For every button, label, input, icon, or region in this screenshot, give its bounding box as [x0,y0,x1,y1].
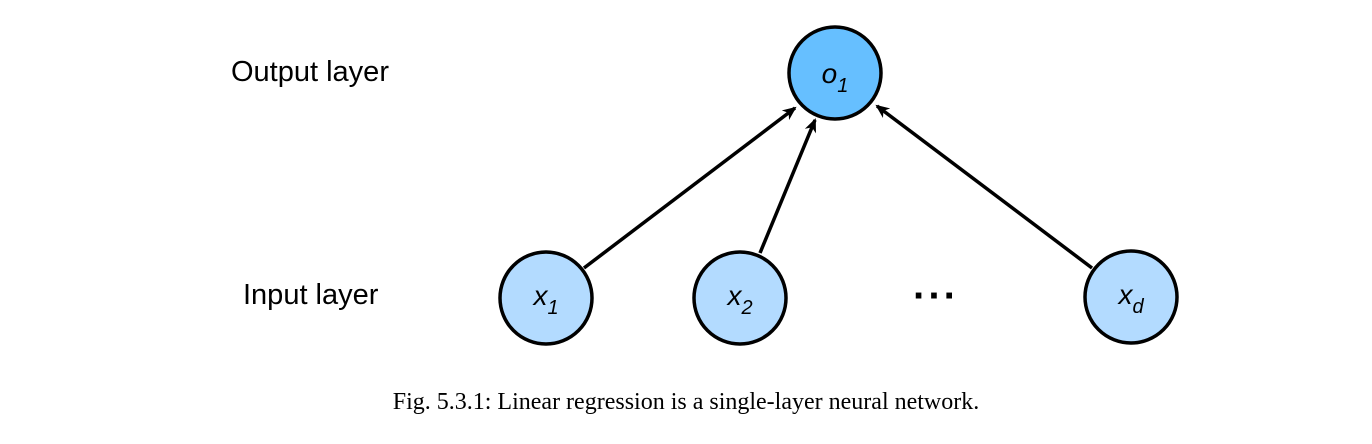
output-layer-label: Output layer [231,56,389,88]
input-layer-label: Input layer [243,279,379,311]
input-node-label: xd [1116,279,1144,318]
input-node-label: x2 [725,280,752,319]
output-node-o1: o1 [787,25,883,121]
input-node-x2: x2 [692,250,788,346]
input-node-x1: x1 [498,250,594,346]
edge-xd-o1 [875,104,1094,270]
figure-caption: Fig. 5.3.1: Linear regression is a singl… [392,389,980,415]
output-node-circle [787,25,883,121]
input-node-circle [498,250,594,346]
input-node-circle [1083,249,1179,345]
input-node-circle [692,250,788,346]
ellipsis-dots: ··· [913,274,959,318]
input-node-xd: xd [1083,249,1179,345]
network-diagram: o1 x1 x2 ··· xd [498,25,1179,346]
output-node-label: o1 [822,58,849,97]
edge-x2-o1 [758,118,817,254]
edge-x1-o1 [582,106,797,270]
input-node-label: x1 [531,280,558,319]
